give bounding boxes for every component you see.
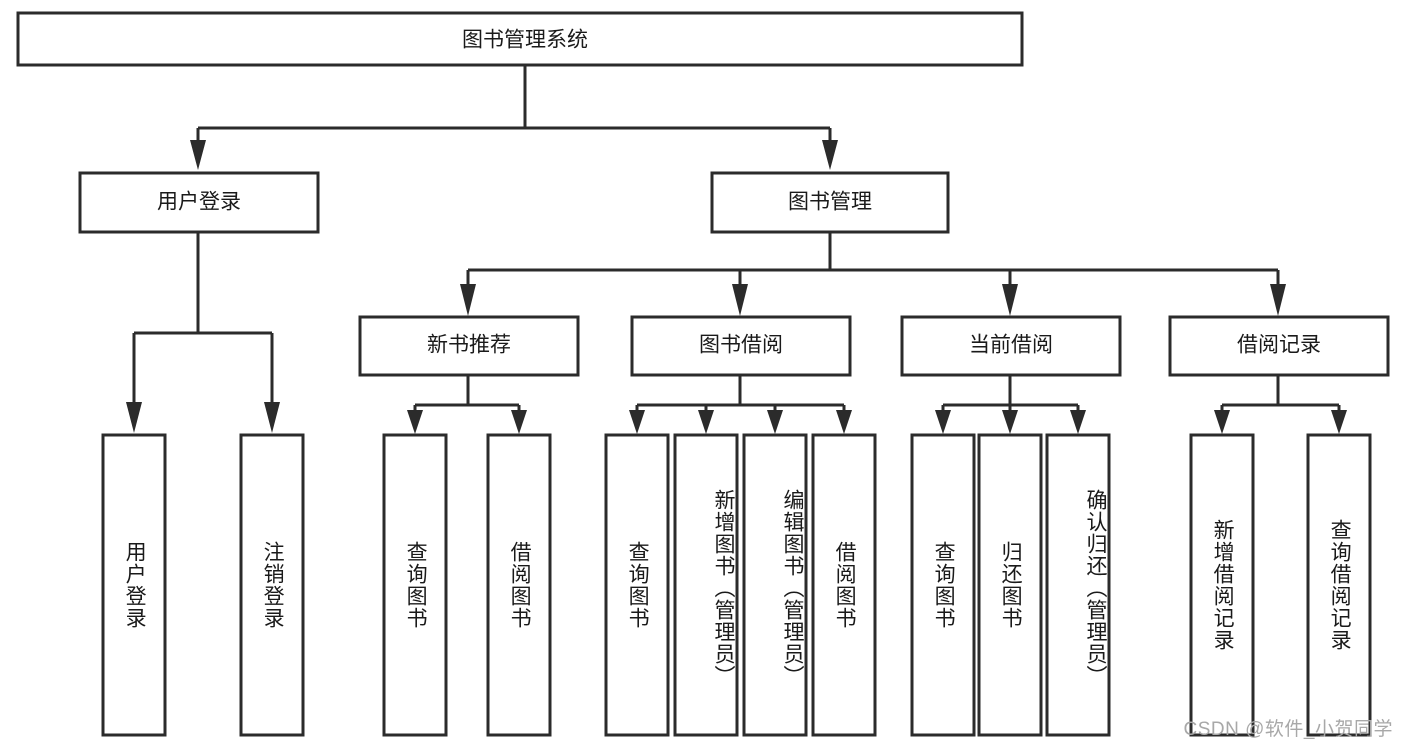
arrow-head-book-borrow [732,284,748,316]
connector-group-borrow-record [1214,375,1347,434]
arrow-head-leaf-return-book [1002,410,1018,434]
node-leaf-query-book-3-box[interactable] [910,433,976,737]
node-book-borrow-label: 图书借阅 [699,334,783,357]
arrow-head-leaf-user-login [126,402,142,433]
node-user-login-box[interactable] [78,171,320,234]
arrow-head-leaf-borrow-book-2 [836,410,852,434]
arrow-head-user-login [190,140,206,170]
node-leaf-borrow-book-2-box[interactable] [811,433,877,737]
node-leaf-edit-book-box[interactable] [742,433,808,737]
connector-group-root [190,65,838,170]
node-leaf-add-record-box[interactable] [1189,433,1255,737]
connector-group-book-borrow [629,375,852,434]
arrow-head-leaf-add-record [1214,410,1230,434]
node-leaf-query-book-1-box[interactable] [382,433,448,737]
node-borrow-record-box[interactable] [1168,315,1390,377]
arrow-head-borrow-record [1270,284,1286,316]
csdn-watermark: CSDN @软件_小贺同学 [1183,719,1393,740]
node-borrow-record[interactable]: 借阅记录 [1168,315,1390,377]
node-leaf-borrow-book-1-box[interactable] [486,433,552,737]
arrow-head-leaf-user-logout [264,402,280,433]
node-new-book-recommend-box[interactable] [358,315,580,377]
node-current-borrow-label: 当前借阅 [969,334,1053,357]
node-borrow-record-label: 借阅记录 [1237,334,1321,357]
arrow-head-leaf-query-book-1 [407,410,423,434]
node-leaf-add-book-box[interactable] [673,433,739,737]
connector-group-current-borrow [935,375,1086,434]
node-current-borrow-box[interactable] [900,315,1122,377]
node-new-book-recommend[interactable]: 新书推荐 [358,315,580,377]
arrow-head-leaf-query-book-3 [935,410,951,434]
node-root-box[interactable] [16,11,1024,67]
node-current-borrow[interactable]: 当前借阅 [900,315,1122,377]
arrow-head-leaf-borrow-book-1 [511,410,527,434]
arrow-head-leaf-confirm-return [1070,410,1086,434]
node-book-management[interactable]: 图书管理 [710,171,950,234]
arrow-head-leaf-edit-book [767,410,783,434]
node-book-management-label: 图书管理 [788,191,872,214]
connector-group-new-book-recommend [407,375,527,434]
node-book-borrow[interactable]: 图书借阅 [630,315,852,377]
node-user-login-label: 用户登录 [157,191,241,214]
node-root[interactable]: 图书管理系统 [16,11,1024,67]
node-leaf-return-book-box[interactable] [977,433,1043,737]
arrow-head-new-book-recommend [460,284,476,316]
node-leaf-query-book-2-box[interactable] [604,433,670,737]
arrow-head-current-borrow [1002,284,1018,316]
node-leaf-user-login-box[interactable] [101,433,167,737]
node-new-book-recommend-label: 新书推荐 [427,334,511,357]
node-book-borrow-box[interactable] [630,315,852,377]
arrow-head-leaf-query-book-2 [629,410,645,434]
leaf-boxes [101,433,1372,737]
node-leaf-user-logout-box[interactable] [239,433,305,737]
connector-group-book-management [460,232,1286,316]
arrow-head-book-management [822,140,838,170]
node-root-label: 图书管理系统 [462,29,588,52]
node-user-login[interactable]: 用户登录 [78,171,320,234]
arrow-head-leaf-add-book [698,410,714,434]
node-leaf-confirm-return-box[interactable] [1045,433,1111,737]
node-leaf-query-record-box[interactable] [1306,433,1372,737]
node-book-management-box[interactable] [710,171,950,234]
connector-group-user-login [126,232,280,433]
arrow-head-leaf-query-record [1331,410,1347,434]
